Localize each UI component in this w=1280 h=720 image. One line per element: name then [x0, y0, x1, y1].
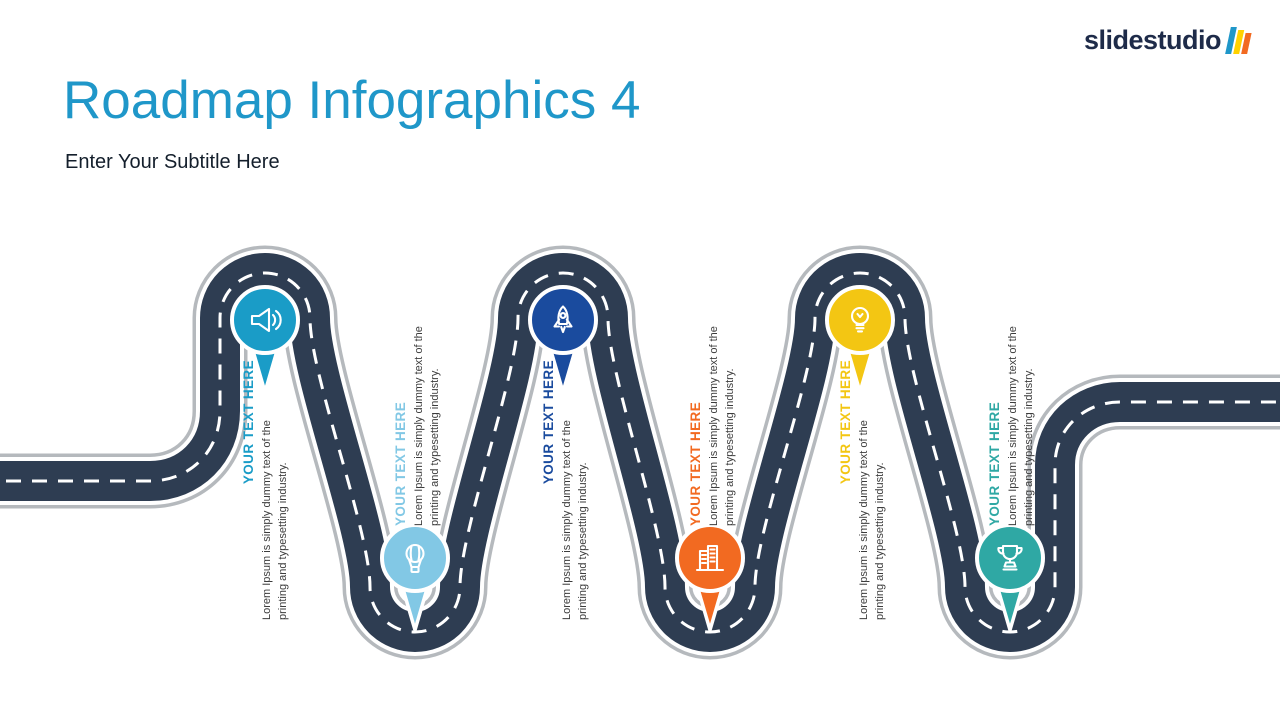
page-title: Roadmap Infographics 4 — [63, 71, 641, 130]
milestone-pin-2 — [370, 513, 460, 638]
page-subtitle: Enter Your Subtitle Here — [65, 151, 280, 173]
megaphone-icon — [250, 307, 282, 333]
milestone-text-3: YOUR TEXT HERE Lorem Ipsum is simply dum… — [534, 360, 598, 620]
milestone-pin-1 — [220, 275, 310, 400]
milestone-heading: YOUR TEXT HERE — [541, 360, 557, 485]
milestone-pin-6 — [965, 513, 1055, 638]
milestone-text-2: YOUR TEXT HERE Lorem Ipsum is simply dum… — [386, 266, 450, 526]
milestone-text-1: YOUR TEXT HERE Lorem Ipsum is simply dum… — [234, 360, 298, 620]
milestone-body: Lorem Ipsum is simply dummy text of the … — [708, 326, 736, 526]
milestone-body: Lorem Ipsum is simply dummy text of the … — [413, 326, 441, 526]
milestone-text-5: YOUR TEXT HERE Lorem Ipsum is simply dum… — [831, 360, 895, 620]
milestone-heading: YOUR TEXT HERE — [393, 401, 409, 526]
hot-air-balloon-icon — [405, 543, 425, 574]
milestone-text-4: YOUR TEXT HERE Lorem Ipsum is simply dum… — [681, 266, 745, 526]
milestone-text-6: YOUR TEXT HERE Lorem Ipsum is simply dum… — [980, 266, 1044, 526]
rocket-icon — [553, 305, 573, 334]
trophy-icon — [997, 544, 1023, 571]
milestone-pin-4 — [665, 513, 755, 638]
milestone-heading: YOUR TEXT HERE — [688, 401, 704, 526]
milestone-heading: YOUR TEXT HERE — [838, 360, 854, 485]
milestone-heading: YOUR TEXT HERE — [241, 360, 257, 485]
milestone-body: Lorem Ipsum is simply dummy text of the … — [261, 420, 289, 620]
road-asphalt — [0, 253, 1280, 652]
brand-logo-text: slidestudio — [1083, 25, 1222, 55]
milestone-pin-3 — [518, 275, 608, 400]
milestone-body: Lorem Ipsum is simply dummy text of the … — [1007, 326, 1035, 526]
milestone-body: Lorem Ipsum is simply dummy text of the … — [561, 420, 589, 620]
milestone-heading: YOUR TEXT HERE — [987, 401, 1003, 526]
brand-logo: slidestudio — [1083, 25, 1252, 55]
lightbulb-icon — [850, 306, 870, 333]
milestone-body: Lorem Ipsum is simply dummy text of the … — [858, 420, 886, 620]
milestone-pin-5 — [815, 275, 905, 400]
buildings-icon — [695, 544, 725, 572]
